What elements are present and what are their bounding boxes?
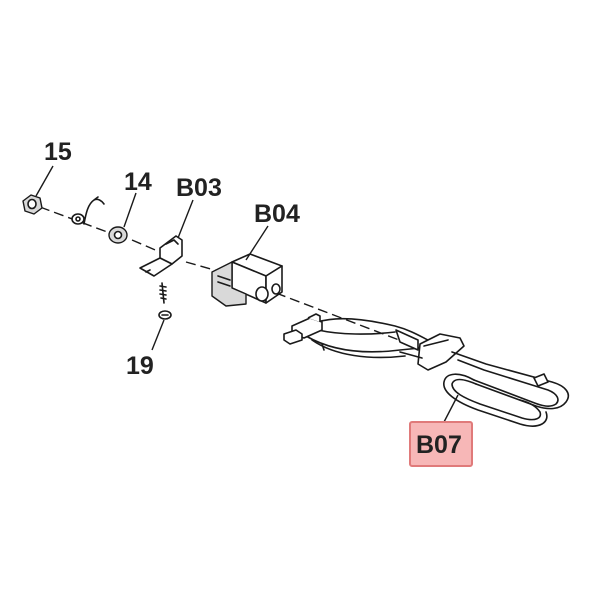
leader-14 <box>123 192 137 228</box>
leader-B03 <box>177 199 194 239</box>
callout-B07-highlight <box>409 421 473 467</box>
callout-B03: B03 <box>176 174 222 202</box>
part-15-nut[interactable] <box>22 194 43 215</box>
leader-19 <box>151 319 165 351</box>
callout-B04: B04 <box>254 200 300 228</box>
heater-wires <box>305 317 429 359</box>
part-14-washer[interactable] <box>108 226 128 244</box>
leader-B07 <box>443 394 459 423</box>
callout-14: 14 <box>124 168 152 196</box>
assembly-axis <box>39 206 421 349</box>
wire-clip <box>83 196 105 225</box>
wire-connectors <box>283 313 323 345</box>
small-washer <box>71 213 85 225</box>
part-B04-thermostat[interactable] <box>211 253 283 307</box>
callout-B07: B07 <box>416 431 462 459</box>
part-B03-bracket[interactable] <box>139 235 183 277</box>
leader-B04 <box>245 225 269 261</box>
callout-19: 19 <box>126 352 154 380</box>
part-B07-heating-element[interactable] <box>395 329 570 427</box>
leader-15 <box>35 165 54 197</box>
callout-15: 15 <box>44 138 72 166</box>
part-19-screw[interactable] <box>158 282 172 320</box>
